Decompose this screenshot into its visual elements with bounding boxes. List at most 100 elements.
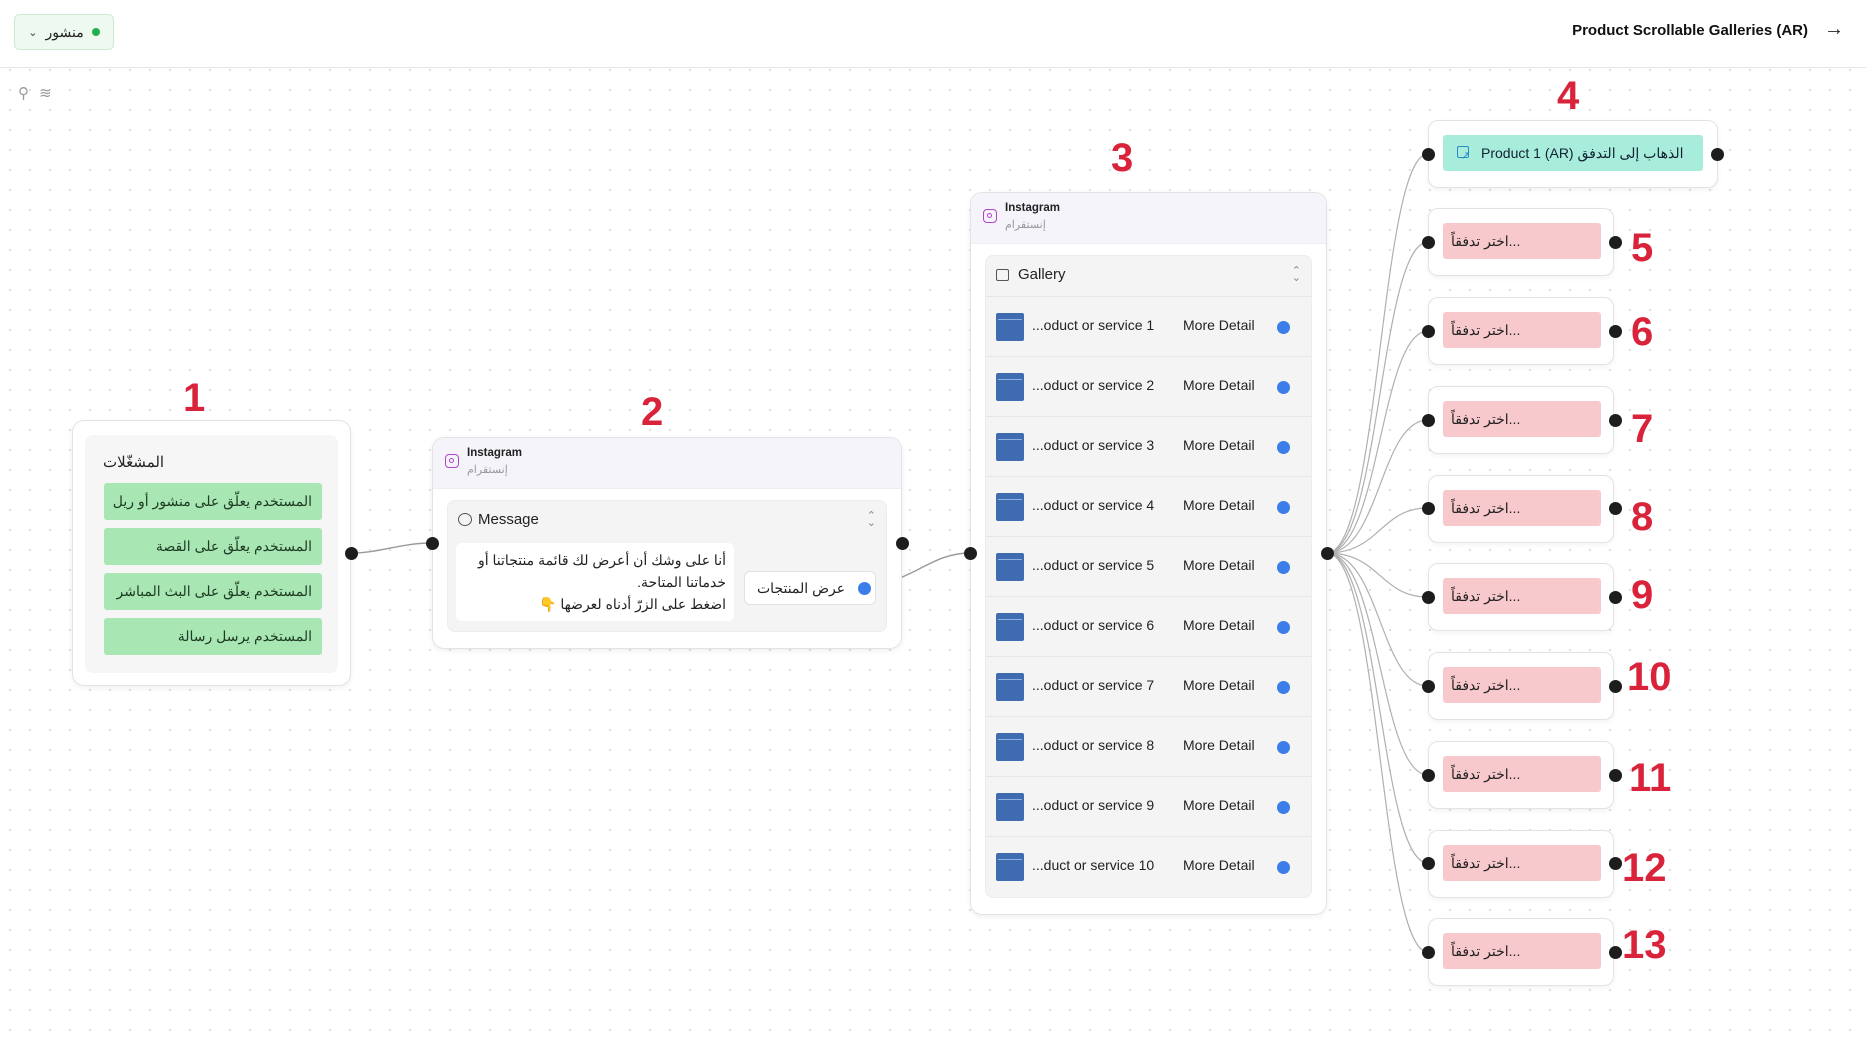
edge-triggers-message bbox=[350, 542, 433, 554]
flow-input-port[interactable] bbox=[1422, 591, 1435, 604]
select-flow-node[interactable]: ...اختر تدفقاً bbox=[1428, 918, 1614, 986]
flow-output-port[interactable] bbox=[1609, 857, 1622, 870]
select-flow-node[interactable]: ...اختر تدفقاً bbox=[1428, 652, 1614, 720]
item-output-port[interactable] bbox=[1277, 741, 1290, 754]
flow-output-port[interactable] bbox=[1609, 236, 1622, 249]
annotation-number: 6 bbox=[1631, 310, 1654, 354]
select-flow-dropdown[interactable]: ...اختر تدفقاً bbox=[1443, 845, 1601, 881]
select-flow-node[interactable]: ...اختر تدفقاً bbox=[1428, 563, 1614, 631]
trigger-item[interactable]: المستخدم يعلّق على البث المباشر bbox=[104, 573, 322, 610]
arrow-right-icon[interactable]: → bbox=[1824, 18, 1844, 40]
external-link-icon bbox=[1457, 138, 1470, 174]
flow-output-port[interactable] bbox=[1609, 502, 1622, 515]
select-flow-dropdown[interactable]: ...اختر تدفقاً bbox=[1443, 223, 1601, 259]
flow-output-port[interactable] bbox=[1609, 769, 1622, 782]
item-output-port[interactable] bbox=[1277, 441, 1290, 454]
flow-input-port[interactable] bbox=[1422, 414, 1435, 427]
flow-input-port[interactable] bbox=[1422, 769, 1435, 782]
item-output-port[interactable] bbox=[1277, 321, 1290, 334]
flow-input-port[interactable] bbox=[1422, 857, 1435, 870]
flow-output-port[interactable] bbox=[1609, 414, 1622, 427]
message-node[interactable]: Instagram إنستقرام Message ⌃⌄ أنا على وش… bbox=[432, 437, 902, 649]
flow-output-port[interactable] bbox=[1609, 591, 1622, 604]
item-output-port[interactable] bbox=[1277, 561, 1290, 574]
select-flow-node[interactable]: ...اختر تدفقاً bbox=[1428, 475, 1614, 543]
gallery-item-title: ...oduct or service 3 bbox=[1032, 437, 1155, 453]
more-detail-button[interactable]: More Detail bbox=[1183, 497, 1255, 513]
triggers-output-port[interactable] bbox=[345, 547, 358, 560]
select-flow-node[interactable]: ...اختر تدفقاً bbox=[1428, 297, 1614, 365]
publish-status-select[interactable]: ⌄ منشور bbox=[14, 14, 114, 50]
show-products-button[interactable]: عرض المنتجات bbox=[744, 571, 876, 605]
more-detail-button[interactable]: More Detail bbox=[1183, 557, 1255, 573]
gallery-input-port[interactable] bbox=[964, 547, 977, 560]
gallery-node[interactable]: Instagram إنستقرام Gallery ⌃⌄ ...oduct o… bbox=[970, 192, 1327, 915]
item-output-port[interactable] bbox=[1277, 501, 1290, 514]
flow-output-port[interactable] bbox=[1609, 946, 1622, 959]
pin-icon[interactable]: ⚲ bbox=[18, 85, 29, 102]
triggers-node[interactable]: المشغّلات المستخدم يعلّق على منشور أو ري… bbox=[72, 420, 351, 686]
select-flow-node[interactable]: ...اختر تدفقاً bbox=[1428, 830, 1614, 898]
button-output-port[interactable] bbox=[858, 582, 871, 595]
more-detail-button[interactable]: More Detail bbox=[1183, 857, 1255, 873]
item-output-port[interactable] bbox=[1277, 681, 1290, 694]
gallery-item[interactable]: ...oduct or service 3 More Detail bbox=[986, 416, 1311, 477]
product-thumbnail bbox=[996, 313, 1024, 341]
flow-input-port[interactable] bbox=[1422, 236, 1435, 249]
item-output-port[interactable] bbox=[1277, 861, 1290, 874]
message-input-port[interactable] bbox=[426, 537, 439, 550]
select-flow-node[interactable]: ...اختر تدفقاً bbox=[1428, 208, 1614, 276]
collapse-toggle-icon[interactable]: ⌃⌄ bbox=[1291, 265, 1301, 284]
item-output-port[interactable] bbox=[1277, 621, 1290, 634]
goto-flow-button[interactable]: Product 1 (AR) الذهاب إلى التدفق bbox=[1443, 135, 1703, 174]
more-detail-button[interactable]: More Detail bbox=[1183, 677, 1255, 693]
node-header: Instagram إنستقرام bbox=[971, 193, 1326, 244]
select-flow-dropdown[interactable]: ...اختر تدفقاً bbox=[1443, 312, 1601, 348]
message-type-label: Message bbox=[478, 511, 539, 528]
goto-input-port[interactable] bbox=[1422, 148, 1435, 161]
annotation-number: 7 bbox=[1631, 407, 1654, 451]
trigger-item[interactable]: المستخدم يرسل رسالة bbox=[104, 618, 322, 655]
gallery-item-title: ...oduct or service 4 bbox=[1032, 497, 1155, 513]
select-flow-node[interactable]: ...اختر تدفقاً bbox=[1428, 741, 1614, 809]
more-detail-button[interactable]: More Detail bbox=[1183, 377, 1255, 393]
more-detail-button[interactable]: More Detail bbox=[1183, 317, 1255, 333]
flow-output-port[interactable] bbox=[1609, 325, 1622, 338]
product-thumbnail bbox=[996, 733, 1024, 761]
more-detail-button[interactable]: More Detail bbox=[1183, 797, 1255, 813]
goto-flow-node[interactable]: Product 1 (AR) الذهاب إلى التدفق bbox=[1428, 120, 1718, 188]
message-output-port[interactable] bbox=[896, 537, 909, 550]
collapse-toggle-icon[interactable]: ⌃⌄ bbox=[866, 510, 876, 529]
select-flow-dropdown[interactable]: ...اختر تدفقاً bbox=[1443, 490, 1601, 526]
flow-input-port[interactable] bbox=[1422, 946, 1435, 959]
flow-output-port[interactable] bbox=[1609, 680, 1622, 693]
flow-input-port[interactable] bbox=[1422, 325, 1435, 338]
select-flow-node[interactable]: ...اختر تدفقاً bbox=[1428, 386, 1614, 454]
layers-icon[interactable]: ≋ bbox=[39, 85, 52, 102]
more-detail-button[interactable]: More Detail bbox=[1183, 437, 1255, 453]
select-flow-dropdown[interactable]: ...اختر تدفقاً bbox=[1443, 401, 1601, 437]
select-flow-dropdown[interactable]: ...اختر تدفقاً bbox=[1443, 756, 1601, 792]
item-output-port[interactable] bbox=[1277, 381, 1290, 394]
gallery-item[interactable]: ...oduct or service 4 More Detail bbox=[986, 476, 1311, 537]
goto-output-port[interactable] bbox=[1711, 148, 1724, 161]
more-detail-button[interactable]: More Detail bbox=[1183, 617, 1255, 633]
trigger-item[interactable]: المستخدم يعلّق على منشور أو ريل bbox=[104, 483, 322, 520]
select-flow-dropdown[interactable]: ...اختر تدفقاً bbox=[1443, 578, 1601, 614]
flow-input-port[interactable] bbox=[1422, 502, 1435, 515]
select-flow-dropdown[interactable]: ...اختر تدفقاً bbox=[1443, 667, 1601, 703]
item-output-port[interactable] bbox=[1277, 801, 1290, 814]
more-detail-button[interactable]: More Detail bbox=[1183, 737, 1255, 753]
select-flow-dropdown[interactable]: ...اختر تدفقاً bbox=[1443, 933, 1601, 969]
trigger-item[interactable]: المستخدم يعلّق على القصة bbox=[104, 528, 322, 565]
gallery-output-port[interactable] bbox=[1321, 547, 1334, 560]
flow-input-port[interactable] bbox=[1422, 680, 1435, 693]
